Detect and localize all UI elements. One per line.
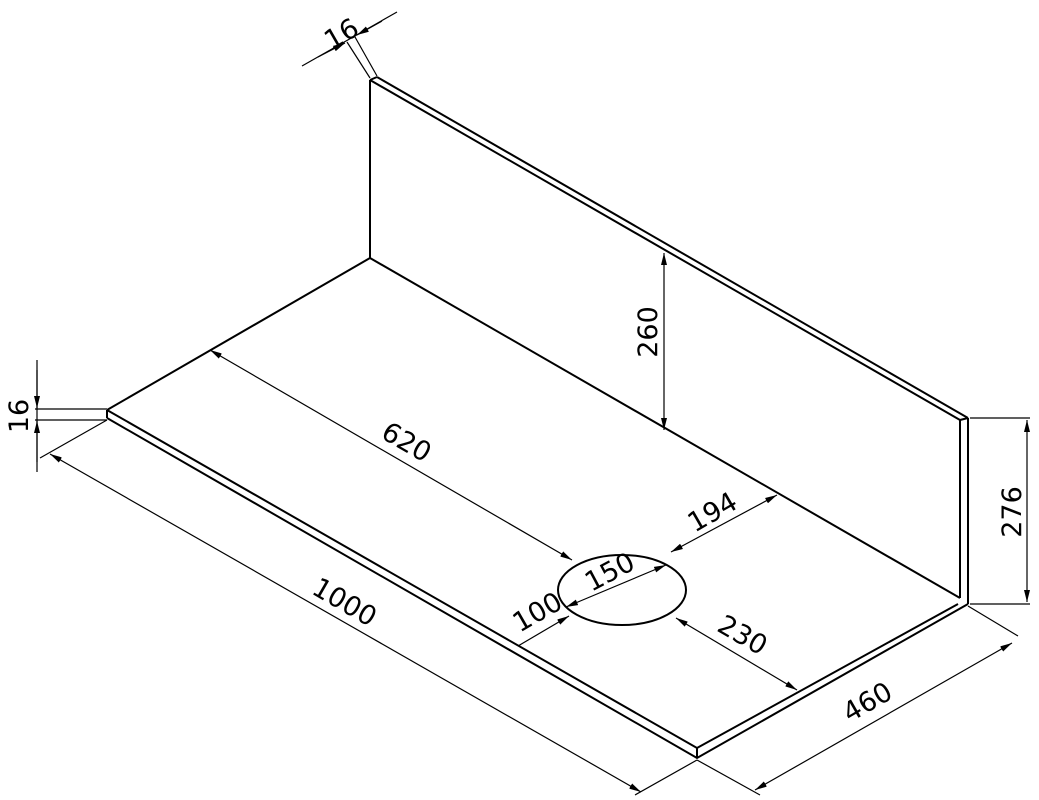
slab-bottom-front-edge xyxy=(106,417,969,760)
backsplash xyxy=(369,76,969,604)
dim-label-hole-offset-length: 620 xyxy=(376,416,436,469)
dim-label-backsplash-height: 260 xyxy=(633,306,664,358)
dim-hole-offset-length: 620 xyxy=(209,349,573,561)
dim-length: 1000 xyxy=(39,419,698,796)
backsplash-top-front-edge xyxy=(376,76,969,419)
backsplash-top-back-edge xyxy=(369,79,961,421)
dim-hole-offset-side: 230 xyxy=(675,609,798,691)
dim-countertop-thickness: 16 xyxy=(4,360,107,472)
dim-hole-diameter: 150 xyxy=(565,547,667,608)
dim-hole-offset-front: 100 xyxy=(508,586,570,647)
dim-label-depth: 460 xyxy=(838,676,898,729)
slab-back-left-edge xyxy=(106,257,371,411)
slab-back-edge xyxy=(369,257,961,599)
countertop-slab xyxy=(106,257,969,760)
dim-label-total-height: 276 xyxy=(997,486,1028,538)
backsplash-top-left-cap xyxy=(369,76,378,81)
dim-hole-offset-back: 194 xyxy=(670,486,778,553)
dim-label-length: 1000 xyxy=(307,572,382,633)
dim-total-height: 276 xyxy=(970,417,1030,605)
dim-label-countertop-thickness: 16 xyxy=(4,399,35,433)
slab-top-front-edge xyxy=(106,409,959,750)
dim-label-hole-offset-back: 194 xyxy=(683,486,743,539)
backsplash-top-right-cap xyxy=(959,417,969,421)
dim-label-hole-offset-side: 230 xyxy=(712,609,772,662)
dim-backsplash-thickness: 16 xyxy=(301,11,398,79)
dim-label-backsplash-thickness: 16 xyxy=(319,13,364,57)
dim-backsplash-height: 260 xyxy=(633,253,667,430)
